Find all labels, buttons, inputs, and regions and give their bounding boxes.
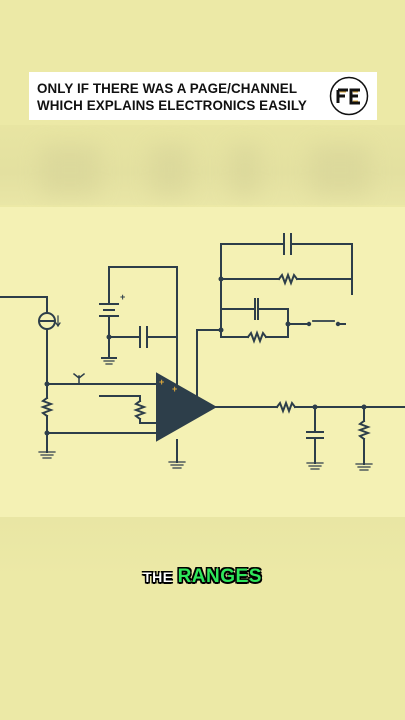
opamp-pin-plus-1: + [159,377,164,387]
input-wire [0,296,158,385]
battery-polarity: + [120,292,125,302]
circuit-diagram-panel: + + + [0,207,405,517]
title-banner: ONLY IF THERE WAS A PAGE/CHANNEL WHICH E… [29,72,377,120]
background-blur-bottom [0,517,405,577]
banner-text: ONLY IF THERE WAS A PAGE/CHANNEL WHICH E… [37,80,327,114]
opamp-pin-plus-2: + [172,384,177,394]
caption: THE RANGES [0,566,405,588]
output-filter [214,400,405,471]
banner-line-1: ONLY IF THERE WAS A PAGE/CHANNEL [37,81,298,96]
background-blur-top [0,125,405,205]
blur-smudge [310,145,370,195]
banner-line-2: WHICH EXPLAINS ELECTRONICS EASILY [37,98,307,113]
caption-word-2: RANGES [177,566,262,587]
antenna-icon [72,372,86,385]
op-amp [156,372,218,469]
feedback-network [196,233,353,398]
current-source-icon [38,312,61,330]
battery-branch [99,266,178,385]
caption-word-1: THE [143,569,173,585]
circuit-diagram: + + + [0,233,405,471]
blur-smudge [230,145,260,195]
fe-logo-icon [329,76,369,116]
feedback-resistor [99,395,158,424]
blur-smudge [150,145,190,195]
blur-smudge [40,145,100,195]
